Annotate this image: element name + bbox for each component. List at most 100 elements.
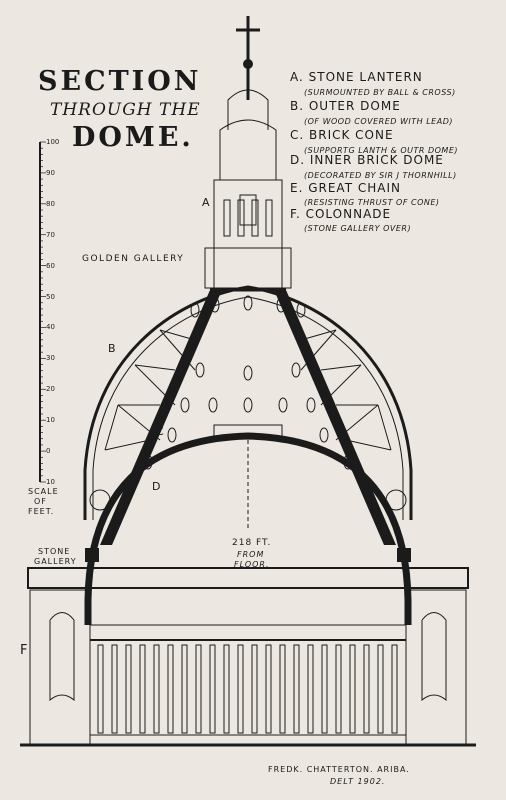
colonnade-column [307, 644, 314, 734]
cone-window [180, 397, 190, 413]
legend-f-sub: (STONE GALLERY OVER) [304, 224, 412, 233]
timber-truss [345, 439, 392, 451]
marker-b: B [108, 342, 116, 355]
colonnade-column [195, 644, 202, 734]
credit-line-2: DELT 1902. [330, 777, 386, 786]
cone-window [210, 297, 220, 313]
lantern-column [237, 199, 245, 237]
timber-truss [134, 364, 176, 371]
lantern-ball [243, 59, 253, 69]
title-line-2: THROUGH THE [50, 100, 201, 120]
height-note-3: FLOOR. [234, 560, 270, 569]
cone-window [276, 297, 286, 313]
legend-a-sub: (SURMOUNTED BY BALL & CROSS) [304, 88, 456, 97]
marker-e-right: E [400, 548, 407, 561]
brick-cone-left [100, 290, 222, 545]
colonnade-column [377, 644, 384, 734]
scale-caption-1: SCALE [28, 487, 59, 496]
colonnade-column [167, 644, 174, 734]
timber-truss [104, 439, 151, 451]
cone-window [306, 397, 316, 413]
scale-caption-2: OF [34, 497, 47, 506]
roundel-right [385, 489, 407, 511]
marker-c: C [156, 425, 164, 438]
lantern-column [265, 199, 273, 237]
drum-niche-right [421, 612, 447, 702]
drum-niche-left [49, 612, 75, 702]
cone-window [195, 362, 205, 378]
drum-wall-right [405, 589, 467, 746]
colonnade-column [153, 644, 160, 734]
legend-a-label: A. STONE LANTERN [290, 70, 423, 84]
scale-tick-label: 60 [46, 261, 55, 270]
colonnade-column [321, 644, 328, 734]
marker-d: D [152, 480, 161, 493]
cone-window [208, 397, 218, 413]
colonnade-column [111, 644, 118, 734]
colonnade-column [181, 644, 188, 734]
colonnade-column [265, 644, 272, 734]
legend-d-label: D. INNER BRICK DOME [290, 153, 444, 167]
scale-tick-label: 80 [46, 199, 55, 208]
stone-gallery [27, 567, 469, 589]
colonnade-column [349, 644, 356, 734]
legend-b-sub: (OF WOOD COVERED WITH LEAD) [304, 117, 453, 126]
scale-tick-label: 100 [46, 138, 60, 146]
lantern-window [239, 194, 257, 226]
timber-truss [377, 404, 392, 451]
cone-window [291, 362, 301, 378]
drum-wall-left [29, 589, 91, 746]
cone-window [243, 365, 253, 381]
colonnade-column [335, 644, 342, 734]
scale-tick-label: 90 [46, 168, 55, 177]
cone-window [278, 397, 288, 413]
golden-gallery [204, 247, 292, 289]
scale-tick-label: 10 [46, 478, 55, 486]
title-line-3: DOME. [72, 122, 194, 153]
marker-a: A [202, 196, 210, 209]
brick-cone-right [274, 290, 396, 545]
title-line-1: SECTION [38, 66, 202, 97]
cone-window [319, 427, 329, 443]
timber-truss [104, 404, 119, 451]
legend-c-label: C. BRICK CONE [290, 128, 394, 142]
colonnade-column [363, 644, 370, 734]
great-chain-left [85, 548, 99, 562]
cone-window [343, 454, 353, 470]
colonnade-column [251, 644, 258, 734]
scale-caption-3: FEET. [28, 507, 55, 516]
outer-dome-outline [83, 285, 413, 520]
cone-window [243, 397, 253, 413]
cone-window [190, 302, 200, 318]
credit-line-1: FREDK. CHATTERTON. ARIBA. [268, 765, 410, 774]
outer-dome-inner-line [92, 296, 404, 520]
scale-tick-label: 70 [46, 230, 55, 239]
colonnade-column [391, 644, 398, 734]
great-chain-right [397, 548, 411, 562]
inner-dome [84, 432, 412, 625]
cone-window [143, 454, 153, 470]
cone-window [167, 427, 177, 443]
colonnade-column [237, 644, 244, 734]
scale-tick-label: 0 [46, 447, 51, 456]
scale-tick-label: 30 [46, 354, 55, 363]
legend-f-label: F. COLONNADE [290, 207, 392, 221]
lantern-column [223, 199, 231, 237]
stone-gallery-label-2: GALLERY [34, 557, 77, 566]
timber-truss [320, 364, 362, 371]
scale-tick-label: 50 [46, 292, 55, 301]
scale-tick-label: 10 [46, 416, 55, 425]
marker-f: F [20, 643, 28, 658]
colonnade [89, 624, 407, 736]
scale-tick-label: 40 [46, 323, 55, 332]
height-note-2: FROM [237, 550, 265, 559]
colonnade-column [209, 644, 216, 734]
cross [236, 16, 260, 50]
colonnade-column [125, 644, 132, 734]
marker-e-left: E [88, 548, 95, 561]
legend-e-label: E. GREAT CHAIN [290, 181, 401, 195]
height-note-1: 218 FT. [232, 538, 272, 548]
colonnade-column [223, 644, 230, 734]
